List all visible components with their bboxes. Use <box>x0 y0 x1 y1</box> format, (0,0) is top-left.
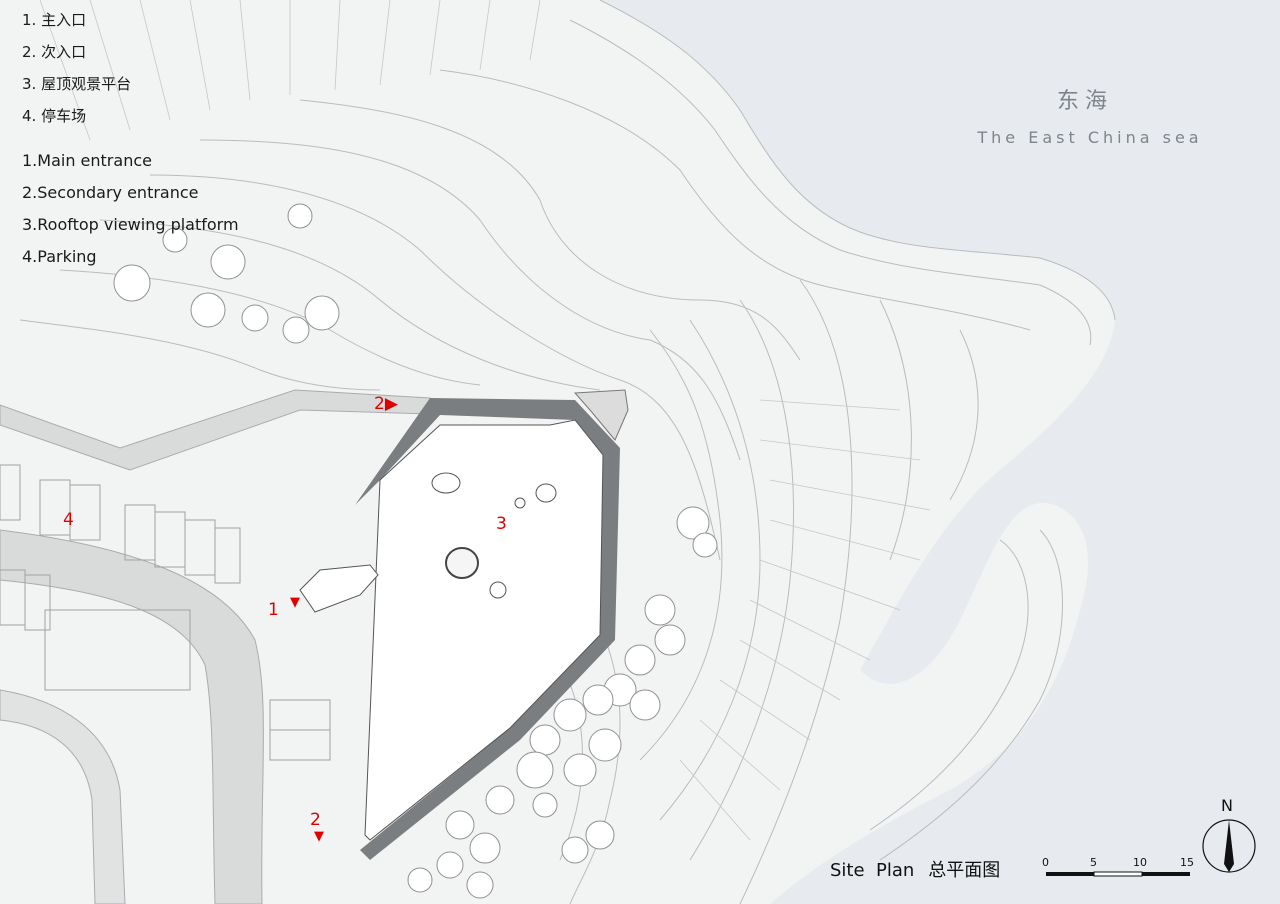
marker-secondary-entrance-south: 2 <box>310 810 321 830</box>
legend-english: 1.Main entrance 2.Secondary entrance 3.R… <box>22 150 239 278</box>
scale-segment-5-10 <box>1093 871 1143 877</box>
scale-tick: 5 <box>1090 856 1097 869</box>
legend-chinese: 1. 主入口 2. 次入口 3. 屋顶观景平台 4. 停车场 <box>22 9 131 137</box>
slope-hatching <box>39 0 931 841</box>
entrance-pavilion <box>299 564 379 613</box>
scale-segment-0-5 <box>1046 872 1094 876</box>
scale-tick: 15 <box>1180 856 1194 869</box>
skylight-3 <box>445 547 479 579</box>
north-label: N <box>1221 796 1233 815</box>
skylight-5 <box>514 497 526 509</box>
scale-tick: 10 <box>1133 856 1147 869</box>
site-plan-title: Site Plan 总平面图 <box>830 856 1014 882</box>
parking-lots <box>0 464 331 761</box>
marker-main-entrance: 1 <box>268 600 279 620</box>
legend-cn-item: 4. 停车场 <box>22 107 87 125</box>
legend-cn-item: 3. 屋顶观景平台 <box>22 75 132 93</box>
scale-bar <box>1046 871 1190 877</box>
scale-segment-10-15 <box>1142 872 1190 876</box>
legend-cn-item: 2. 次入口 <box>22 43 87 61</box>
skylight-1 <box>431 472 461 494</box>
rooftop-platform <box>364 419 604 841</box>
legend-cn-item: 1. 主入口 <box>22 11 87 29</box>
legend-en-item: 3.Rooftop viewing platform <box>22 215 239 234</box>
sea-name-chinese: 东海 <box>1056 89 1113 114</box>
title-english: Site Plan <box>830 860 915 881</box>
scale-tick: 0 <box>1042 856 1049 869</box>
north-arrow-icon <box>1202 819 1256 873</box>
building <box>299 389 629 860</box>
legend-en-item: 1.Main entrance <box>22 151 152 170</box>
skylight-4 <box>489 581 507 599</box>
marker-secondary-entrance-north: 2▶ <box>374 394 398 414</box>
main-entrance-arrow-icon: ▼ <box>290 595 300 610</box>
trees <box>113 203 718 899</box>
legend-en-item: 4.Parking <box>22 247 97 266</box>
rock-outcrop <box>573 389 629 441</box>
skylight-2 <box>535 483 557 503</box>
sea-name-english: The East China sea <box>977 128 1203 147</box>
sea-area <box>600 0 1280 904</box>
secondary-entrance-arrow-icon: ▼ <box>314 829 324 844</box>
marker-rooftop-platform: 3 <box>496 514 507 534</box>
legend-en-item: 2.Secondary entrance <box>22 183 199 202</box>
marker-parking: 4 <box>63 510 74 530</box>
title-chinese: 总平面图 <box>928 860 1001 881</box>
